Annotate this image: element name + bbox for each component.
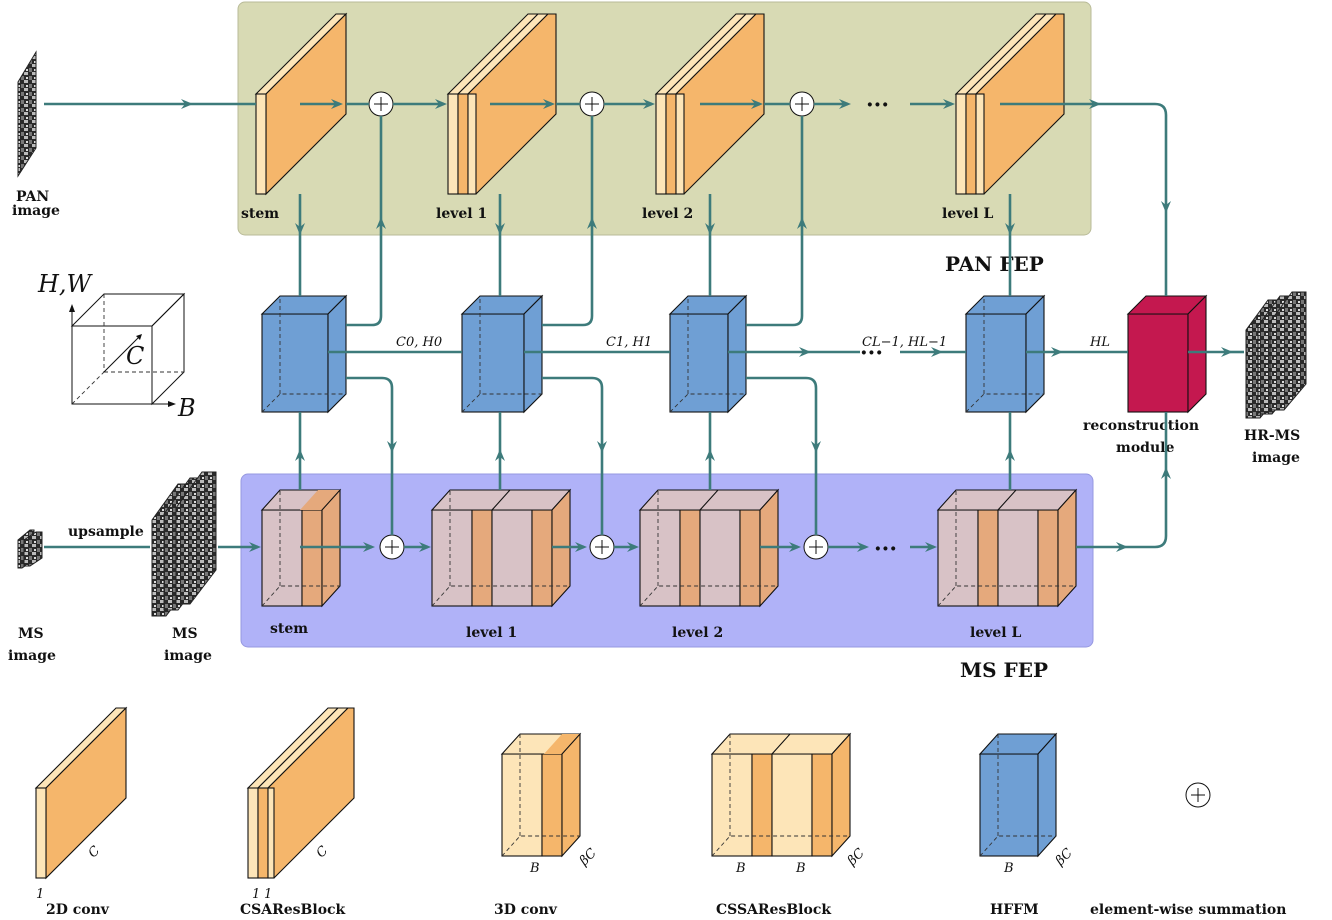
ms-small-image-label: MS: [18, 626, 44, 642]
legend-sum-icon: [1186, 783, 1210, 807]
pan-image-thumbnail: [18, 52, 36, 176]
legend-3d-conv-label: 3D conv: [494, 902, 558, 918]
axis-hw-label: H,W: [37, 270, 94, 298]
ms-ellipsis: ···: [874, 536, 897, 562]
legend-cssaresblock-b1: B: [735, 861, 746, 876]
legend-hffm-label: HFFM: [990, 902, 1039, 918]
legend-cssaresblock-label: CSSAResBlock: [716, 902, 831, 918]
hffm-block-L: [966, 296, 1044, 412]
legend-2d-conv-1: 1: [36, 887, 44, 902]
ms-small-image-thumbnail: [18, 530, 42, 568]
reconstruction-module-block: [1128, 296, 1206, 412]
axis-b-label: B: [177, 394, 196, 422]
ms-sum-node-3: [804, 535, 828, 559]
legend-hffm-icon: [980, 734, 1056, 856]
conn-label-c1h1: C1, H1: [606, 335, 652, 350]
reconstruction-label: reconstruction: [1083, 418, 1199, 434]
legend-cssaresblock-b2: B: [795, 861, 806, 876]
hffm-block-1: [462, 296, 542, 412]
pan-level2-label: level 2: [642, 206, 693, 222]
legend-2d-conv-label: 2D conv: [46, 902, 110, 918]
ms-level1-label: level 1: [466, 625, 517, 641]
hffm-ellipsis: ···: [860, 340, 883, 366]
pan-levelL-label: level L: [942, 206, 993, 222]
ms-stem-label: stem: [270, 621, 308, 637]
legend-cssaresblock-beta-c: βC: [844, 846, 868, 870]
ms-level2-label: level 2: [672, 625, 723, 641]
pan-ellipsis: ···: [866, 92, 889, 118]
pan-stem-label: stem: [241, 206, 279, 222]
ms-small-image-label-2: image: [8, 648, 56, 664]
legend-hffm-beta-c: βC: [1052, 846, 1076, 870]
legend-3d-conv-b: B: [529, 861, 540, 876]
hr-ms-output-image-stack: [1246, 292, 1306, 418]
ms-level2-block: [640, 490, 778, 606]
ms-up-image-label-2: image: [164, 648, 212, 664]
ms-fep-title: MS FEP: [960, 658, 1048, 682]
axis-c-label: C: [126, 342, 144, 370]
upsample-label: upsample: [68, 524, 144, 540]
ms-upsampled-image-stack: [152, 472, 216, 616]
pan-image-label-2: image: [12, 203, 60, 219]
pan-sum-node-3: [790, 92, 814, 116]
output-image-label-2: image: [1252, 450, 1300, 466]
ms-up-image-label: MS: [172, 626, 198, 642]
legend-hffm-b: B: [1003, 861, 1014, 876]
pan-sum-node-2: [580, 92, 604, 116]
conn-label-hl: HL: [1089, 335, 1110, 350]
legend-cssaresblock-icon: [712, 734, 850, 856]
legend-csaresblock-1a: 1: [252, 887, 260, 902]
legend-2d-conv-icon: [36, 708, 126, 878]
ms-level1-block: [432, 490, 570, 606]
output-image-label: HR-MS: [1244, 428, 1300, 444]
pan-sum-node-1: [369, 92, 393, 116]
legend-csaresblock-label: CSAResBlock: [240, 902, 346, 918]
legend-3d-conv-beta-c: βC: [576, 846, 600, 870]
hffm-block-2: [670, 296, 746, 412]
legend-3d-conv-icon: [502, 734, 580, 856]
legend-csaresblock-c: C: [314, 843, 332, 861]
legend-2d-conv-c: C: [86, 843, 104, 861]
conn-label-c0h0: C0, H0: [396, 335, 442, 350]
legend-csaresblock-icon: [248, 708, 354, 878]
ms-levelL-block: [938, 490, 1076, 606]
pan-fep-title: PAN FEP: [945, 252, 1044, 276]
legend-sum-label: element-wise summation: [1090, 902, 1286, 918]
ms-levelL-label: level L: [970, 625, 1021, 641]
hffm-block-stem: [262, 296, 346, 412]
pan-level1-label: level 1: [436, 206, 487, 222]
ms-sum-node-1: [380, 535, 404, 559]
ms-sum-node-2: [590, 535, 614, 559]
legend-csaresblock-1b: 1: [264, 887, 272, 902]
